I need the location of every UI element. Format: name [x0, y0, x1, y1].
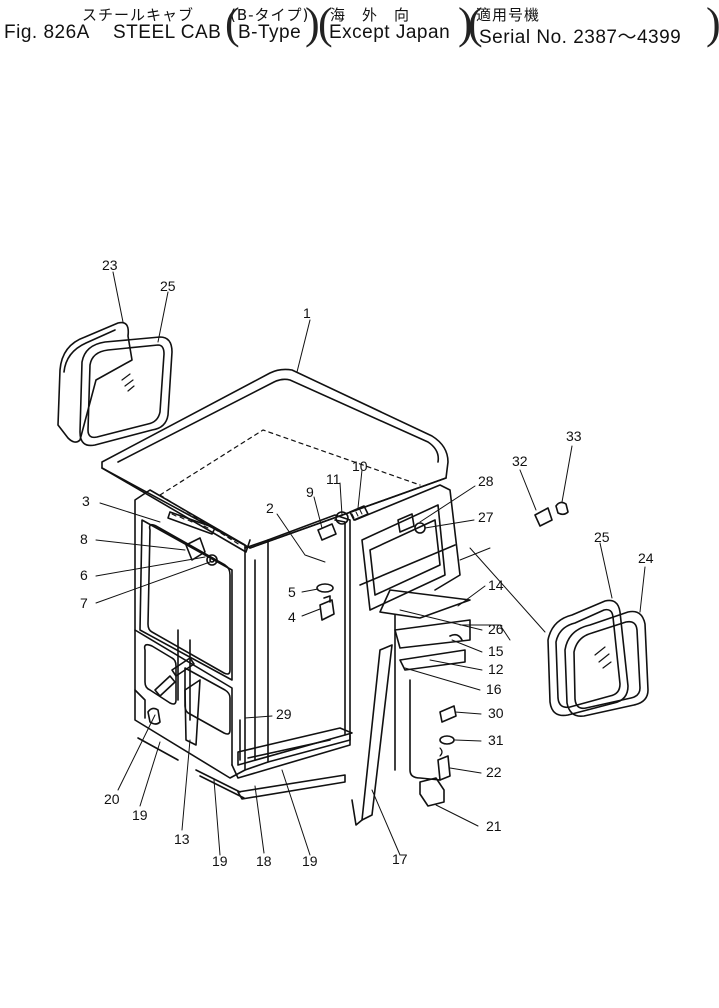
- part-weatherstrips-18-19-20: [137, 737, 346, 800]
- bracket-left-type: (: [225, 0, 240, 48]
- callout-28: 28: [478, 473, 494, 489]
- part-bolt-32-33: [534, 501, 569, 527]
- callout-6: 6: [80, 567, 88, 583]
- cab-body-frame: [134, 484, 471, 826]
- cab-roof-1: [101, 368, 449, 553]
- bracket-right-type: ): [305, 0, 320, 48]
- callout-3: 3: [82, 493, 90, 509]
- callout-33: 33: [566, 428, 582, 444]
- callout-25-right: 25: [594, 529, 610, 545]
- callout-22: 21: [486, 818, 502, 834]
- callout-10: 10: [352, 458, 368, 474]
- bracket-right-region: ): [458, 0, 473, 48]
- callout-25-left: 25: [160, 278, 176, 294]
- callout-20: 19: [302, 853, 318, 869]
- callout-27: 27: [478, 509, 494, 525]
- callout-16: 16: [486, 681, 502, 697]
- callout-24-right: 24: [638, 550, 654, 566]
- callout-19-left: 19: [132, 807, 148, 823]
- callout-15: 15: [488, 643, 504, 659]
- callout-23: 22: [486, 764, 502, 780]
- part-fasteners-30-31-23: [437, 705, 457, 781]
- callout-29: 29: [276, 706, 292, 722]
- jp-serial-label: 適用号機: [476, 6, 541, 24]
- type-label: B-Type: [238, 22, 302, 43]
- callout-14: 14: [488, 577, 504, 593]
- part-bracket-22: [419, 777, 445, 807]
- jp-region: 海 外 向: [330, 6, 411, 24]
- callout-24-left: 23: [102, 257, 118, 273]
- serial-label: Serial No. 2387～4399: [479, 27, 682, 48]
- right-window-glass-24: [564, 610, 649, 718]
- callout-11: 11: [326, 471, 341, 487]
- figure-header: スチールキャブ (B-タイプ) 海 外 向 適用号機 Fig. 826A STE…: [0, 0, 719, 60]
- callout-2: 2: [266, 500, 274, 516]
- region-label: Except Japan: [329, 22, 451, 43]
- callout-21: 20: [104, 791, 120, 807]
- part-lock-9-10-11: [317, 505, 369, 541]
- jp-type: (B-タイプ): [230, 6, 310, 24]
- part-hinge-8-6-7: [167, 511, 218, 566]
- callout-4: 4: [288, 609, 296, 625]
- callout-18: 18: [256, 853, 272, 869]
- callout-19-right: 19: [212, 853, 228, 869]
- callout-1: 1: [303, 305, 311, 321]
- bracket-right-serial: ): [706, 2, 719, 46]
- callout-labels: 23 25 1 3 8 6 7 2 9 11 10 5 4 28 27 32 3…: [80, 257, 654, 869]
- part-name: STEEL CAB: [113, 22, 222, 43]
- part-bolt-5-4: [316, 583, 335, 621]
- left-window-glass-24: [57, 321, 133, 443]
- leader-lines: [95, 271, 646, 856]
- callout-26: 26: [488, 621, 504, 637]
- callout-32: 32: [512, 453, 528, 469]
- callout-8: 8: [80, 531, 88, 547]
- right-window-frame-25: [547, 599, 629, 717]
- callout-30: 30: [488, 705, 504, 721]
- part-panel-26: [449, 633, 463, 641]
- jp-part-name: スチールキャブ: [82, 6, 195, 24]
- figure-number: Fig. 826A: [4, 22, 90, 43]
- bracket-left-region: (: [318, 0, 333, 48]
- callout-13: 13: [174, 831, 190, 847]
- left-window-frame-25: [79, 336, 173, 447]
- callout-7: 7: [80, 595, 88, 611]
- part-handles-13-21: [147, 657, 201, 746]
- callout-17: 17: [392, 851, 408, 867]
- callout-31: 31: [488, 732, 504, 748]
- callout-12: 12: [488, 661, 504, 677]
- callout-9: 9: [306, 484, 314, 500]
- bracket-left-serial: (: [468, 0, 483, 48]
- callout-5: 5: [288, 584, 296, 600]
